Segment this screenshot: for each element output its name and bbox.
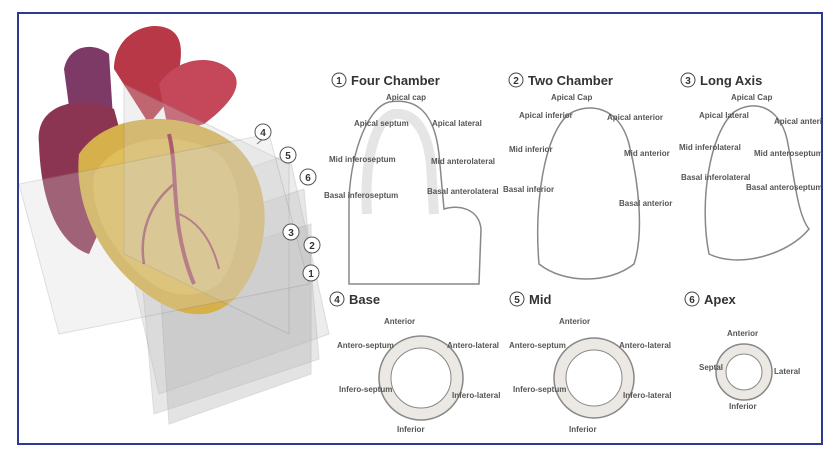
plane-number-6: 6 [300,169,316,185]
segment-label: Antero-septum [337,341,394,350]
segment-label: Lateral [774,367,800,376]
segment-label: Infero-lateral [452,391,500,400]
view-number: 4 [334,295,340,306]
segment-label: Antero-lateral [447,341,499,350]
view-apex: 6 Apex Anterior Septal Lateral Inferior [685,292,800,411]
view-four-chamber: 1 Four Chamber Apical cap Apical septum … [324,73,499,284]
segment-label: 3 [288,228,294,239]
segment-label: 2 [309,241,315,252]
segment-label: 5 [285,151,291,162]
segment-label: Mid inferolateral [679,143,741,152]
segment-label: Mid inferior [509,145,553,154]
segment-label: Anterior [384,317,415,326]
view-title: Base [349,292,380,307]
segment-label: Basal anteroseptum [746,183,821,192]
view-title: Mid [529,292,551,307]
segment-label: Inferior [569,425,597,434]
view-number: 6 [689,295,695,306]
base-cavity [391,348,451,408]
view-base: 4 Base Anterior Antero-septum Antero-lat… [330,292,500,434]
segment-label: 6 [305,173,311,184]
segment-label: Apical inferior [519,111,573,120]
view-number: 1 [336,76,342,87]
segment-label: 4 [260,128,266,139]
segment-label: Anterior [727,329,758,338]
plane-number-5: 5 [280,147,296,163]
cardiac-views-diagram: 4 5 6 3 2 1 1 Four Chamber Apical cap A [19,14,821,443]
segment-label: 1 [308,269,314,280]
segment-label: Apical anterior [607,113,663,122]
apex-cavity [726,354,762,390]
segment-label: Basal inferior [503,185,554,194]
segment-label: Antero-septum [509,341,566,350]
segment-label: Apical cap [386,93,426,102]
view-number: 2 [513,76,519,87]
segment-label: Apical lateral [699,111,749,120]
segment-label: Mid anterolateral [431,157,495,166]
segment-label: Basal inferolateral [681,173,750,182]
segment-label: Basal anterolateral [427,187,499,196]
segment-label: Inferior [397,425,425,434]
segment-label: Mid inferoseptum [329,155,396,164]
segment-label: Apical Cap [731,93,772,102]
view-mid: 5 Mid Anterior Antero-septum Antero-late… [509,292,671,434]
segment-label: Basal anterior [619,199,672,208]
view-number: 3 [685,76,691,87]
plane-number-1: 1 [303,265,319,281]
plane-number-2: 2 [304,237,320,253]
segment-label: Infero-lateral [623,391,671,400]
diagram-frame: 4 5 6 3 2 1 1 Four Chamber Apical cap A [17,12,823,445]
heart-illustration: 4 5 6 3 2 1 [19,26,329,424]
view-title: Long Axis [700,73,762,88]
mid-cavity [566,350,622,406]
segment-label: Antero-lateral [619,341,671,350]
segment-label: Apical Cap [551,93,592,102]
segment-label: Anterior [559,317,590,326]
segment-label: Septal [699,363,723,372]
segment-label: Apical septum [354,119,409,128]
segment-label: Mid anterior [624,149,670,158]
view-title: Two Chamber [528,73,613,88]
segment-label: Apical lateral [432,119,482,128]
plane-number-3: 3 [283,224,299,240]
segment-label: Inferior [729,402,757,411]
view-number: 5 [514,295,520,306]
segment-label: Basal inferoseptum [324,191,398,200]
view-two-chamber: 2 Two Chamber Apical Cap Apical inferior… [503,73,672,279]
view-title: Four Chamber [351,73,440,88]
segment-label: Infero-septum [513,385,566,394]
segment-label: Mid anteroseptum [754,149,821,158]
view-title: Apex [704,292,737,307]
segment-label: Apical anterior [774,117,821,126]
view-long-axis: 3 Long Axis Apical Cap Apical lateral Ap… [679,73,821,260]
segment-label: Infero-septum [339,385,392,394]
